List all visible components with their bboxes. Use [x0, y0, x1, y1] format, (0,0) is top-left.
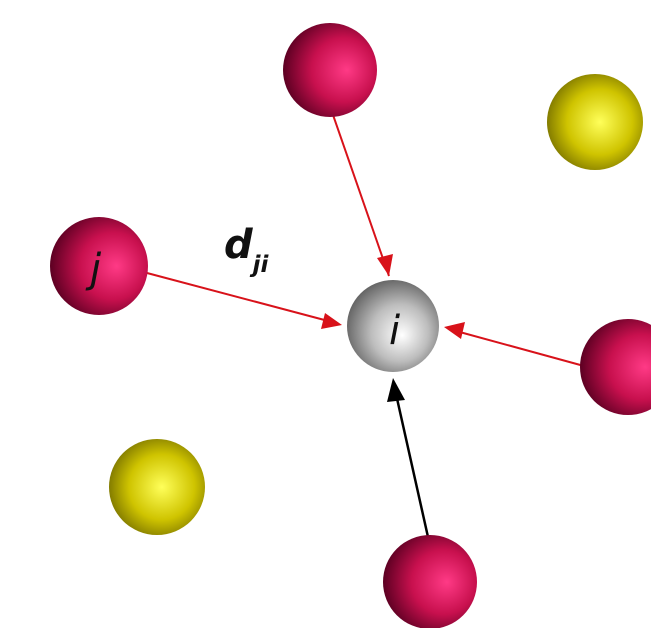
distance-label-subscript: ji: [250, 252, 270, 278]
other-atom-bottom-left: [109, 439, 205, 535]
neighbor-atom-j: [50, 217, 148, 315]
center-atom-i: [347, 280, 439, 372]
other-atom-top-right: [547, 74, 643, 170]
arrow-right-to-center: [455, 330, 585, 367]
arrow-bottom-to-center-head: [387, 378, 405, 402]
center-atom-label: i: [389, 308, 400, 354]
neighbor-atom-right: [580, 319, 651, 415]
arrow-j-to-center: [146, 272, 333, 323]
neighbor-atom-top: [283, 23, 377, 117]
neighbor-atom-label: j: [85, 246, 102, 292]
arrow-top-to-center-head: [377, 254, 393, 276]
distance-label: dji: [224, 222, 270, 278]
arrows: [146, 111, 585, 538]
arrow-right-to-center-head: [444, 322, 465, 339]
distance-label-main: d: [224, 222, 253, 268]
arrow-j-to-center-head: [321, 313, 342, 329]
neighbor-atom-bottom: [383, 535, 477, 628]
arrow-top-to-center: [331, 111, 390, 277]
arrow-bottom-to-center: [394, 393, 430, 538]
